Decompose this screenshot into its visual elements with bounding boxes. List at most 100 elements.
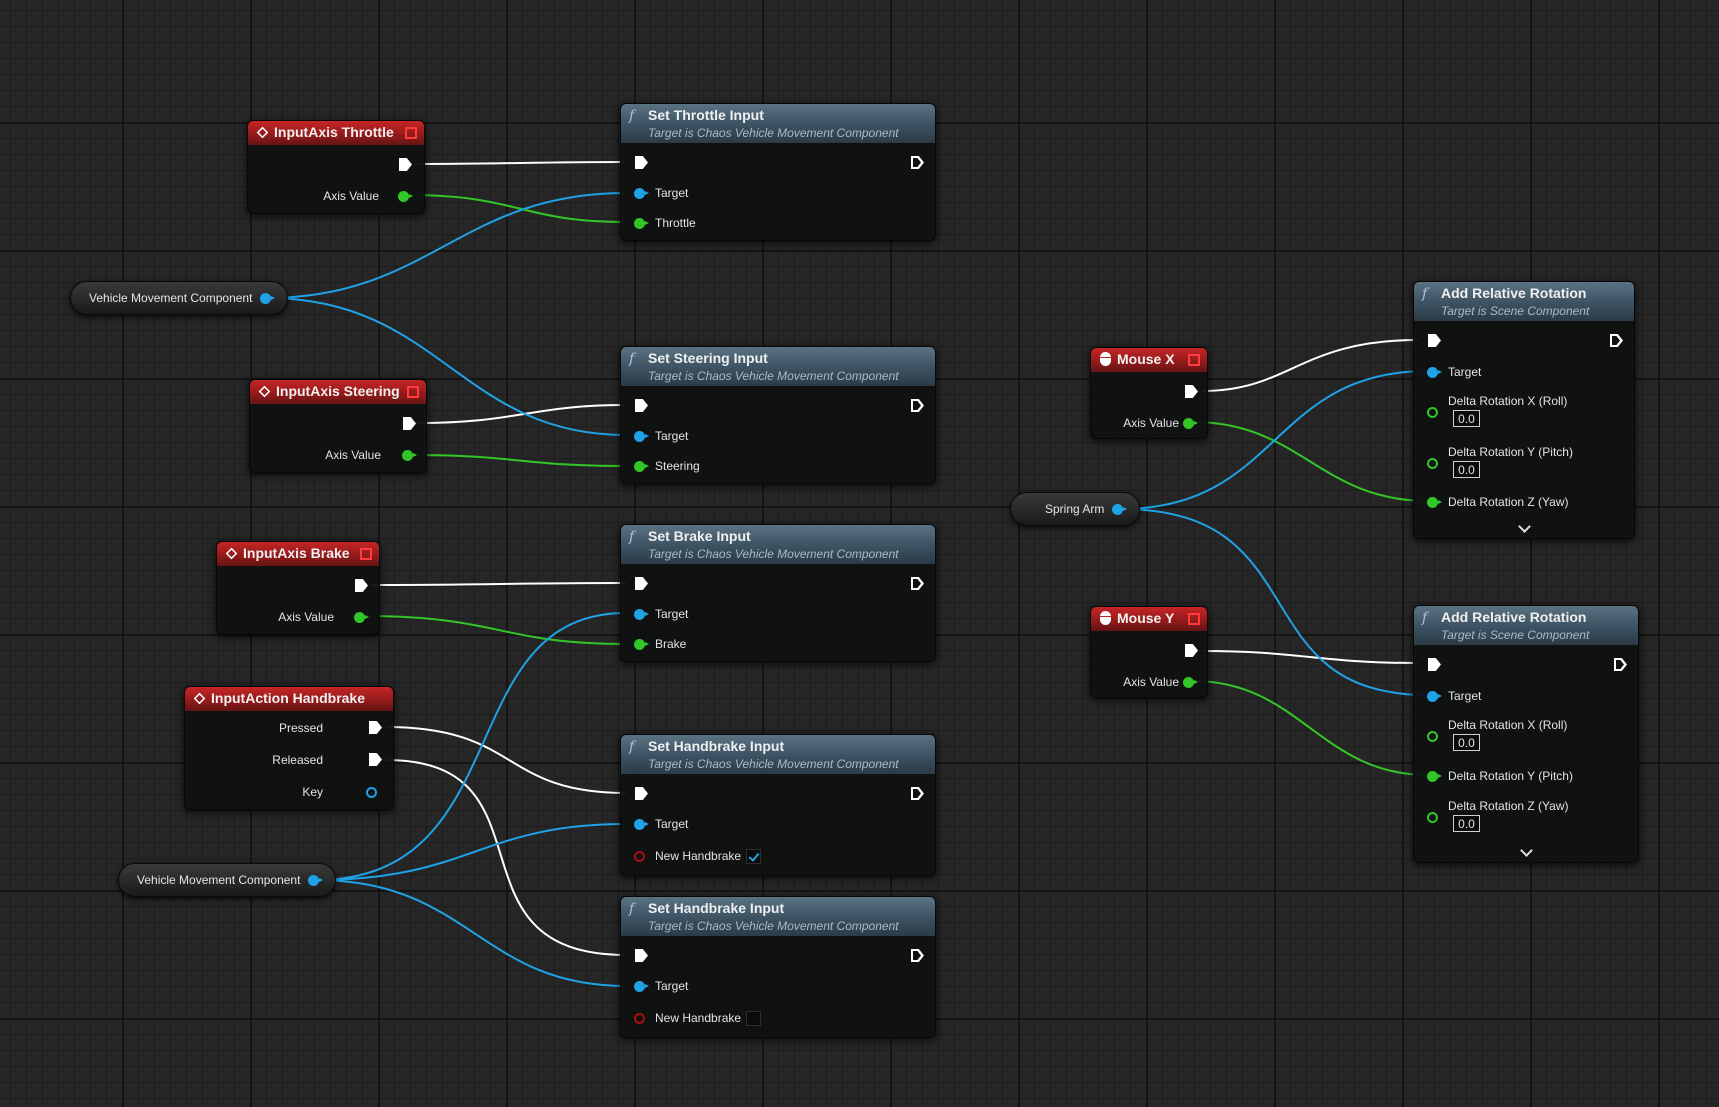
delta-rotation-x-pin[interactable] <box>1427 731 1438 742</box>
target-pin[interactable] <box>634 609 649 620</box>
brake-pin[interactable] <box>634 639 649 650</box>
variable-getter-vehicle-movement-component[interactable]: Vehicle Movement Component <box>70 281 288 315</box>
event-delegate-pin-icon[interactable] <box>360 548 372 560</box>
event-node-mouse-y[interactable]: Mouse Y Axis Value <box>1090 606 1208 698</box>
wire-exec-mouse-y[interactable] <box>1202 650 1419 664</box>
exec-out-pin[interactable] <box>911 399 924 412</box>
delta-rotation-z-input[interactable]: 0.0 <box>1453 815 1480 832</box>
exec-out-pin[interactable] <box>355 579 368 592</box>
variable-output-pin[interactable] <box>1112 504 1127 515</box>
exec-out-pin[interactable] <box>911 949 924 962</box>
delta-rotation-z-pin[interactable] <box>1427 812 1438 823</box>
wire-vmc-throttle-target[interactable] <box>266 192 627 299</box>
exec-in-pin[interactable] <box>635 399 648 412</box>
exec-out-pin[interactable] <box>911 577 924 590</box>
wire-exec-steering[interactable] <box>415 404 627 424</box>
exec-out-pin[interactable] <box>1614 658 1627 671</box>
wire-springarm-rot2-target[interactable] <box>1120 508 1429 696</box>
exec-in-pin[interactable] <box>635 949 648 962</box>
event-node-mouse-x[interactable]: Mouse X Axis Value <box>1090 347 1208 439</box>
wire-exec-handbrake-released[interactable] <box>385 759 627 956</box>
wire-exec-handbrake-pressed[interactable] <box>385 726 627 794</box>
event-delegate-pin-icon[interactable] <box>1188 354 1200 366</box>
event-node-inputaxis-throttle[interactable]: InputAxis Throttle Axis Value <box>247 120 425 214</box>
exec-out-pin[interactable] <box>1610 334 1623 347</box>
target-pin[interactable] <box>634 431 649 442</box>
wire-throttle-axis[interactable] <box>407 194 627 223</box>
event-node-inputaxis-brake[interactable]: InputAxis Brake Axis Value <box>216 541 380 635</box>
delta-rotation-y-pin[interactable] <box>1427 458 1438 469</box>
axis-value-pin[interactable] <box>398 191 413 202</box>
variable-output-pin[interactable] <box>308 875 323 886</box>
wire-exec-throttle[interactable] <box>413 161 627 165</box>
delta-rotation-x-pin[interactable] <box>1427 407 1438 418</box>
target-pin[interactable] <box>634 188 649 199</box>
event-node-inputaxis-steering[interactable]: InputAxis Steering Axis Value <box>249 379 427 473</box>
event-delegate-pin-icon[interactable] <box>407 386 419 398</box>
exec-in-pin[interactable] <box>635 787 648 800</box>
steering-pin[interactable] <box>634 461 649 472</box>
wire-mousex-axis[interactable] <box>1192 421 1429 502</box>
wire-vmc2-handbrake-off-target[interactable] <box>315 879 627 987</box>
wire-vmc2-brake-target[interactable] <box>315 612 627 881</box>
exec-out-pin[interactable] <box>403 417 416 430</box>
axis-value-pin[interactable] <box>354 612 369 623</box>
axis-value-pin[interactable] <box>402 450 417 461</box>
exec-out-pin[interactable] <box>399 158 412 171</box>
wire-exec-mouse-x[interactable] <box>1201 339 1419 392</box>
target-pin[interactable] <box>1427 367 1442 378</box>
node-subtitle: Target is Chaos Vehicle Movement Compone… <box>648 547 899 561</box>
expand-chevron-icon[interactable] <box>1518 520 1531 533</box>
wire-brake-axis[interactable] <box>362 615 627 645</box>
variable-getter-vehicle-movement-component[interactable]: Vehicle Movement Component <box>118 863 336 897</box>
new-handbrake-pin[interactable] <box>634 1013 645 1024</box>
delta-rotation-x-input[interactable]: 0.0 <box>1453 410 1480 427</box>
wire-mousey-axis[interactable] <box>1192 680 1429 776</box>
expand-chevron-icon[interactable] <box>1520 844 1533 857</box>
target-pin[interactable] <box>1427 691 1442 702</box>
event-delegate-pin-icon[interactable] <box>405 127 417 139</box>
delta-rotation-y-pin[interactable] <box>1427 771 1442 782</box>
delta-rotation-z-pin[interactable] <box>1427 497 1442 508</box>
key-pin[interactable] <box>366 787 377 798</box>
pressed-exec-pin[interactable] <box>369 721 382 734</box>
axis-value-pin[interactable] <box>1183 418 1198 429</box>
released-exec-pin[interactable] <box>369 753 382 766</box>
delta-rotation-y-input[interactable]: 0.0 <box>1453 461 1480 478</box>
variable-getter-spring-arm[interactable]: Spring Arm <box>1010 492 1140 526</box>
node-subtitle: Target is Scene Component <box>1441 628 1590 642</box>
wire-exec-brake[interactable] <box>370 582 627 586</box>
delta-rotation-x-input[interactable]: 0.0 <box>1453 734 1480 751</box>
target-pin[interactable] <box>634 819 649 830</box>
event-delegate-pin-icon[interactable] <box>1188 613 1200 625</box>
wire-vmc2-handbrake-on-target[interactable] <box>315 823 627 881</box>
exec-out-pin[interactable] <box>911 787 924 800</box>
exec-in-pin[interactable] <box>635 577 648 590</box>
event-node-inputaction-handbrake[interactable]: InputAction Handbrake Pressed Released K… <box>184 686 394 810</box>
exec-out-pin[interactable] <box>1185 644 1198 657</box>
wire-steering-axis[interactable] <box>409 454 627 467</box>
wire-springarm-rot1-target[interactable] <box>1120 370 1429 510</box>
exec-out-pin[interactable] <box>1185 385 1198 398</box>
new-handbrake-pin[interactable] <box>634 851 645 862</box>
new-handbrake-checkbox[interactable] <box>746 849 761 864</box>
axis-value-pin[interactable] <box>1183 677 1198 688</box>
exec-in-pin[interactable] <box>1428 334 1441 347</box>
variable-output-pin[interactable] <box>260 293 275 304</box>
exec-in-pin[interactable] <box>1428 658 1441 671</box>
target-pin[interactable] <box>634 981 649 992</box>
new-handbrake-checkbox[interactable] <box>746 1011 761 1026</box>
exec-in-pin[interactable] <box>635 156 648 169</box>
throttle-pin[interactable] <box>634 218 649 229</box>
exec-out-pin[interactable] <box>911 156 924 169</box>
wire-vmc-steering-target[interactable] <box>266 297 627 436</box>
